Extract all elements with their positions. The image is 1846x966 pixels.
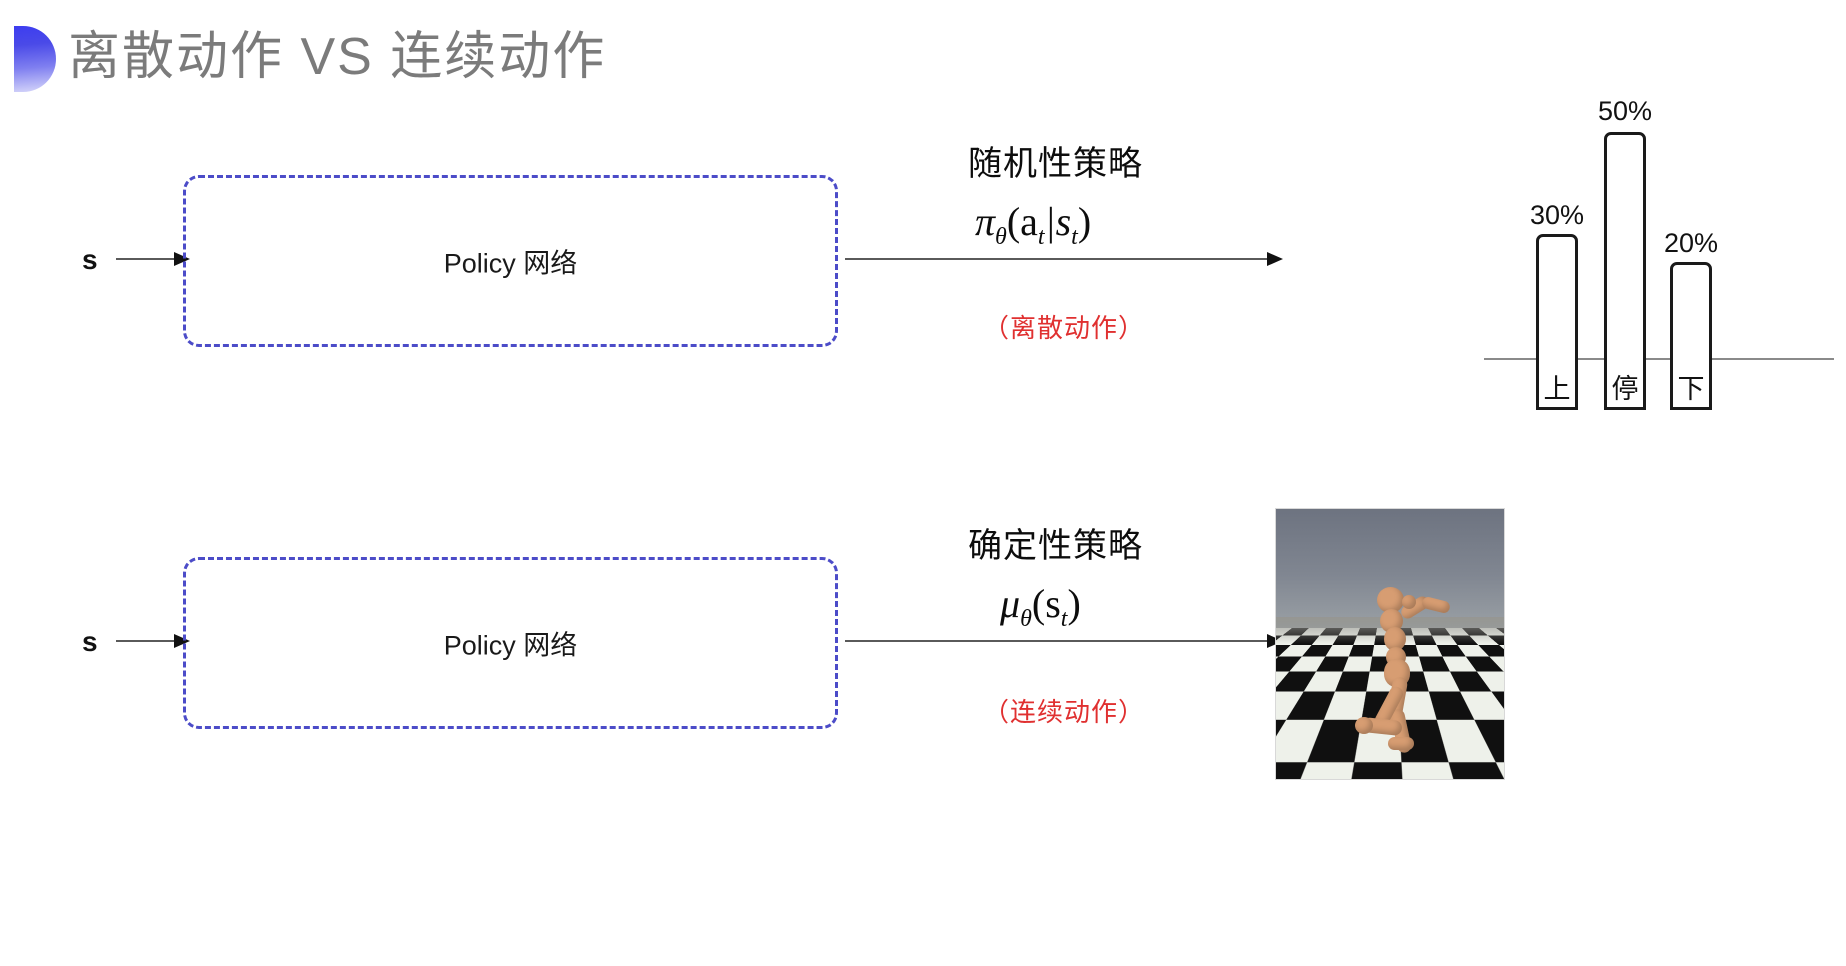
row2-policy-formula: μθ(st)	[1000, 580, 1081, 633]
row2-formula-close: )	[1067, 581, 1081, 626]
row1-policy-network-label: Policy 网络	[443, 248, 578, 279]
row2-formula-sub-t1: t	[1060, 606, 1068, 632]
humanoid-hand-right	[1402, 595, 1416, 609]
row1-policy-formula: πθ(at|st)	[975, 198, 1091, 251]
humanoid-foot-left	[1388, 737, 1414, 750]
bar-value-0: 30%	[1529, 200, 1585, 230]
bar-0[interactable]	[1536, 234, 1578, 410]
humanoid-foot-right	[1355, 717, 1373, 734]
bar-category-1: 停	[1611, 374, 1639, 404]
row1-policy-network-box[interactable]: Policy 网络	[183, 175, 838, 347]
row2-formula-theta: θ	[1020, 606, 1032, 632]
bar-category-2: 下	[1677, 374, 1705, 404]
row1-action-type-note: （离散动作）	[983, 313, 1146, 343]
row1-formula-close: )	[1077, 199, 1092, 244]
row1-formula-theta: θ	[995, 224, 1007, 250]
row1-policy-type-label: 随机性策略	[968, 145, 1143, 183]
row2-output-arrow	[845, 632, 1285, 650]
title-decoration-icon	[14, 26, 56, 92]
row1-formula-mid: |s	[1044, 199, 1072, 244]
row1-output-arrow	[845, 250, 1285, 268]
row1-formula-open: (a	[1006, 199, 1038, 244]
bar-value-2: 20%	[1663, 228, 1719, 258]
row1-formula-pi: π	[975, 199, 996, 244]
row2-policy-network-box[interactable]: Policy 网络	[183, 557, 838, 729]
row1-input-arrow	[116, 250, 190, 268]
bar-category-0: 上	[1543, 374, 1571, 404]
bar-value-1: 50%	[1597, 96, 1653, 126]
row2-formula-open: (s	[1031, 581, 1061, 626]
humanoid-torso-lower	[1384, 627, 1406, 651]
row2-policy-type-label: 确定性策略	[968, 527, 1143, 565]
bar-1[interactable]	[1604, 132, 1646, 410]
humanoid-simulation-image	[1275, 508, 1505, 780]
bar-2[interactable]	[1670, 262, 1712, 410]
page-title: 离散动作 VS 连续动作	[68, 28, 607, 86]
row2-input-arrow	[116, 632, 190, 650]
row2-policy-network-label: Policy 网络	[443, 630, 578, 661]
humanoid-head	[1377, 587, 1404, 613]
row2-formula-mu: μ	[1000, 581, 1021, 626]
row2-action-type-note: （连续动作）	[983, 697, 1146, 727]
row2-input-state-label: s	[82, 626, 98, 657]
chart-baseline-axis	[1484, 358, 1834, 360]
row1-formula-sub-t1: t	[1037, 224, 1045, 250]
discrete-action-bar-chart: 30% 上 50% 停 20% 下	[1484, 96, 1834, 416]
row1-input-state-label: s	[82, 244, 98, 275]
row1-formula-sub-t2: t	[1071, 224, 1078, 250]
